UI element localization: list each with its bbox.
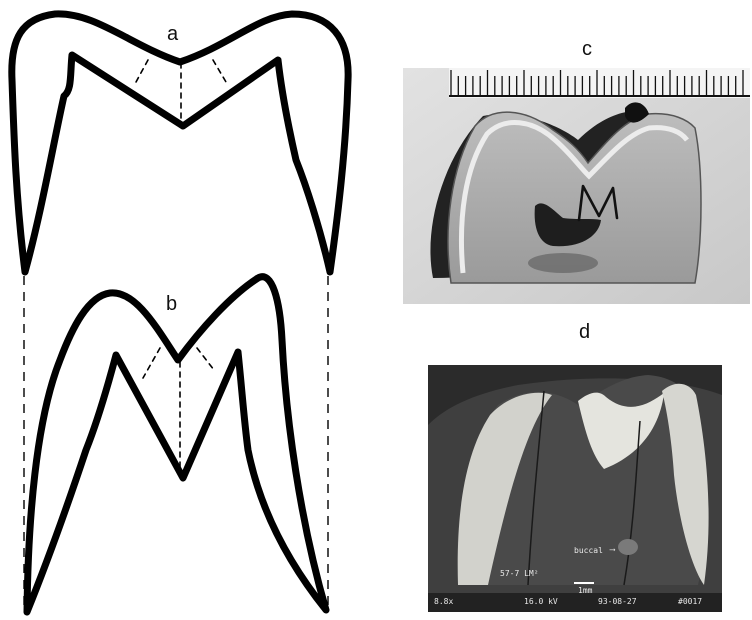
scale-ruler bbox=[449, 68, 750, 98]
panel-label-d: d bbox=[579, 322, 590, 342]
tooth-dentine-boundary-right-a bbox=[213, 60, 226, 82]
sem-label-voltage: 16.0 kV bbox=[524, 598, 558, 606]
sem-arrow-icon: ⟶ bbox=[610, 546, 615, 554]
tooth-dentine-boundary-left-b bbox=[143, 348, 160, 378]
sem-label-specimen: 57-7 LM² bbox=[500, 570, 539, 578]
tooth-outline-drawings bbox=[0, 0, 400, 620]
sem-label-scale: 1mm bbox=[578, 587, 592, 595]
tooth-outer-outline-a bbox=[12, 14, 348, 272]
tooth-outer-outline-b bbox=[27, 277, 326, 612]
sem-label-date: 93-08-27 bbox=[598, 598, 637, 606]
sem-label-buccal: buccal bbox=[574, 547, 603, 555]
tooth-outline-b bbox=[27, 277, 326, 612]
panel-d-sem-image: buccal ⟶ 57-7 LM² 1mm 8.8x 16.0 kV 93-08… bbox=[428, 365, 722, 612]
tooth-outline-a bbox=[12, 14, 348, 272]
panel-c-photo: M bbox=[403, 68, 750, 304]
panel-label-c: c bbox=[582, 39, 592, 59]
tooth-dentine-boundary-right-b bbox=[197, 348, 214, 370]
tooth-dentine-boundary-left-a bbox=[136, 60, 148, 82]
sem-label-image-number: #0017 bbox=[678, 598, 702, 606]
sem-label-magnification: 8.8x bbox=[434, 598, 453, 606]
